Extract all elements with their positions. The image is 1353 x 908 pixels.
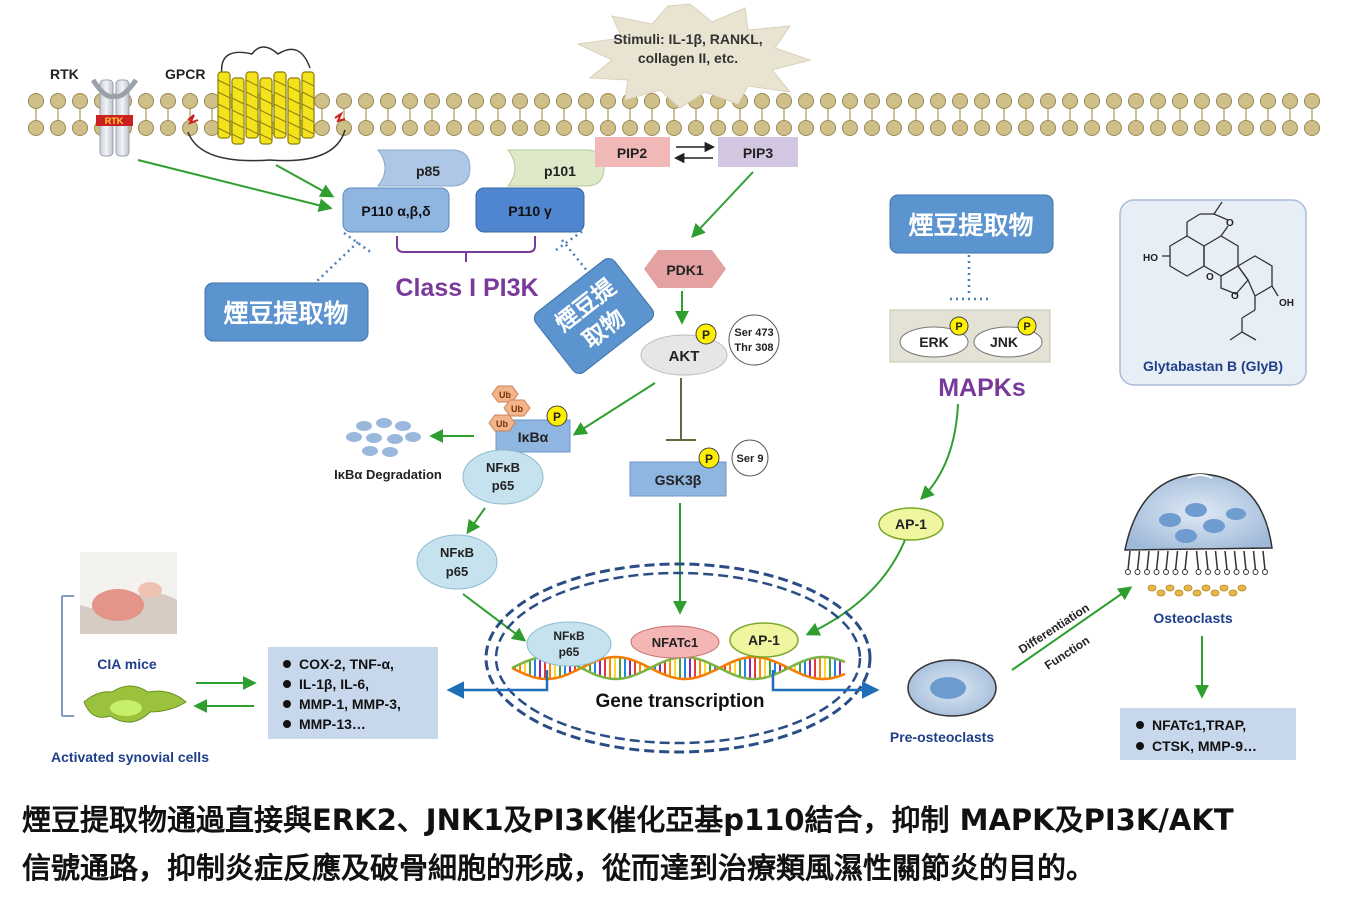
ub-label-3: Ub (496, 419, 508, 429)
marker-bullet (1136, 721, 1144, 729)
activation-arrows (137, 159, 1209, 713)
glyb-carbonyl-o-label: O (1226, 218, 1234, 229)
mediator-item: MMP-1, MMP-3, (299, 696, 401, 712)
mediator-item: COX-2, TNF-α, (299, 656, 394, 672)
pre-osteoclast-label: Pre-osteoclasts (890, 729, 994, 745)
gsk3b-phospho: P (705, 452, 713, 466)
stimuli-label-line1: Stimuli: IL-1β, RANKL, (613, 31, 762, 47)
nfkb-node-2: NFκB p65 (416, 534, 498, 590)
mediator-bullet (283, 700, 291, 708)
pdk1-label: PDK1 (666, 262, 704, 278)
mediator-bullet (283, 680, 291, 688)
akt-node: AKT P Ser 473 Thr 308 (640, 314, 780, 376)
caption-line-2: 信號通路，抑制炎症反應及破骨細胞的形成，從而達到治療類風濕性關節炎的目的。 (22, 851, 1096, 885)
pip-exchange: PIP2 PIP3 (595, 137, 798, 167)
p101-label: p101 (544, 163, 576, 179)
transcription-output-arrows (446, 670, 880, 699)
rtk-receptor: RTK (90, 78, 139, 157)
cia-mice-label: CIA mice (97, 656, 157, 672)
osteoclasts-label: Osteoclasts (1153, 610, 1233, 626)
gsk3b-node: GSK3β P Ser 9 (629, 439, 769, 497)
ikba-node: IκBα P Ub Ub Ub (488, 385, 571, 453)
mapk-complex: ERK P JNK P (889, 309, 1051, 363)
pdk1-node: PDK1 (644, 250, 726, 288)
activated-synovial-label: Activated synovial cells (51, 749, 209, 765)
ikba-degradation-fragments (346, 418, 421, 457)
ub-label-1: Ub (499, 390, 511, 400)
ikba-degradation-label: IκBα Degradation (334, 467, 442, 482)
nfkb-1-line1: NFκB (486, 460, 520, 475)
marker-item: CTSK, MMP-9… (1152, 738, 1257, 754)
jnk-label: JNK (990, 334, 1018, 350)
mapks-label: MAPKs (938, 374, 1026, 402)
compound-panel: HO O O O OH Glytabastan B (GlyB) (1119, 199, 1307, 386)
akt-site-thr308: Thr 308 (734, 342, 773, 354)
pre-osteoclast: Pre-osteoclasts (890, 659, 997, 745)
gsk3b-label: GSK3β (655, 472, 702, 488)
mediator-bullet (283, 660, 291, 668)
pi3k-complex: p85 p101 P110 α,β,δ P110 γ Class I PI3K (342, 149, 605, 302)
nucleus: NFκB p65 NFATc1 AP-1 Gene transcription (484, 562, 872, 754)
akt-site-ser473: Ser 473 (734, 327, 773, 339)
akt-label: AKT (669, 348, 700, 365)
p110g-label: P110 γ (508, 203, 552, 219)
inhibition-lines (315, 228, 990, 301)
extract-box-3: 煙豆提取物 (889, 194, 1054, 254)
marker-bullet (1136, 742, 1144, 750)
mediator-bullet (283, 720, 291, 728)
rtk-band-label: RTK (105, 116, 124, 126)
class-i-pi3k-label: Class I PI3K (395, 274, 538, 302)
ub-label-2: Ub (511, 404, 523, 414)
pip3-label: PIP3 (743, 145, 774, 161)
osteoclast-markers-box: NFATc1,TRAP, CTSK, MMP-9… (1120, 708, 1296, 760)
osteoclast: Osteoclasts (1124, 473, 1273, 626)
caption-line-1: 煙豆提取物通過直接與ERK2、JNK1及PI3K催化亞基p110結合，抑制 MA… (22, 803, 1234, 837)
glyb-structure (1162, 201, 1279, 341)
gpcr-receptor (187, 46, 346, 162)
rtk-label: RTK (50, 66, 79, 82)
extract-box-1: 煙豆提取物 (204, 282, 369, 342)
gene-transcription-label: Gene transcription (596, 691, 765, 712)
erk-label: ERK (919, 334, 949, 350)
erk-phospho: P (955, 321, 962, 333)
gsk3b-site-ser9: Ser 9 (737, 453, 764, 465)
nuclear-nfatc1-label: NFATc1 (652, 635, 698, 650)
nfkb-node-1: NFκB p65 (462, 449, 544, 505)
glyb-name: Glytabastan B (GlyB) (1143, 358, 1283, 374)
mediator-item: MMP-13… (299, 716, 366, 732)
ubiquitin-chain: Ub Ub Ub (488, 385, 531, 432)
ap1-label: AP-1 (895, 516, 927, 532)
extract-box-1-label: 煙豆提取物 (223, 299, 348, 328)
extract-box-2: 煙豆提 取物 (533, 258, 655, 374)
nuclear-ap1-label: AP-1 (748, 632, 780, 648)
nuclear-nfkb-line1: NFκB (553, 629, 585, 643)
akt-phospho: P (702, 328, 710, 342)
figure-caption: 煙豆提取物通過直接與ERK2、JNK1及PI3K催化亞基p110結合，抑制 MA… (22, 796, 1342, 892)
nfkb-2-line1: NFκB (440, 545, 474, 560)
stimuli-label-line2: collagen II, etc. (638, 50, 738, 66)
stimuli-burst: Stimuli: IL-1β, RANKL, collagen II, etc. (576, 3, 812, 109)
ikba-phospho: P (553, 410, 561, 424)
akt-gsk-inhibition (666, 378, 696, 441)
jnk-phospho: P (1023, 321, 1030, 333)
p85-label: p85 (416, 163, 440, 179)
nuclear-nfkb-line2: p65 (559, 645, 580, 659)
nfkb-2-line2: p65 (446, 564, 468, 579)
extract-box-3-label: 煙豆提取物 (908, 211, 1033, 240)
mediator-item: IL-1β, IL-6, (299, 676, 369, 692)
ap1-node: AP-1 (878, 507, 944, 541)
glyb-furan-o-label: O (1231, 291, 1239, 302)
glyb-ho-label: HO (1143, 253, 1158, 264)
glyb-ring-o-label: O (1206, 272, 1214, 283)
cia-mice-panel: CIA mice Activated synovial cells (51, 552, 209, 765)
inflammatory-mediators-box: COX-2, TNF-α, IL-1β, IL-6, MMP-1, MMP-3, MM… (268, 647, 438, 739)
glyb-oh-label: OH (1279, 298, 1294, 309)
ikba-label: IκBα (518, 429, 549, 445)
gpcr-label: GPCR (165, 66, 205, 82)
marker-item: NFATc1,TRAP, (1152, 717, 1246, 733)
pip2-label: PIP2 (617, 145, 648, 161)
p110-abd-label: P110 α,β,δ (361, 203, 430, 219)
nfkb-1-line2: p65 (492, 478, 514, 493)
